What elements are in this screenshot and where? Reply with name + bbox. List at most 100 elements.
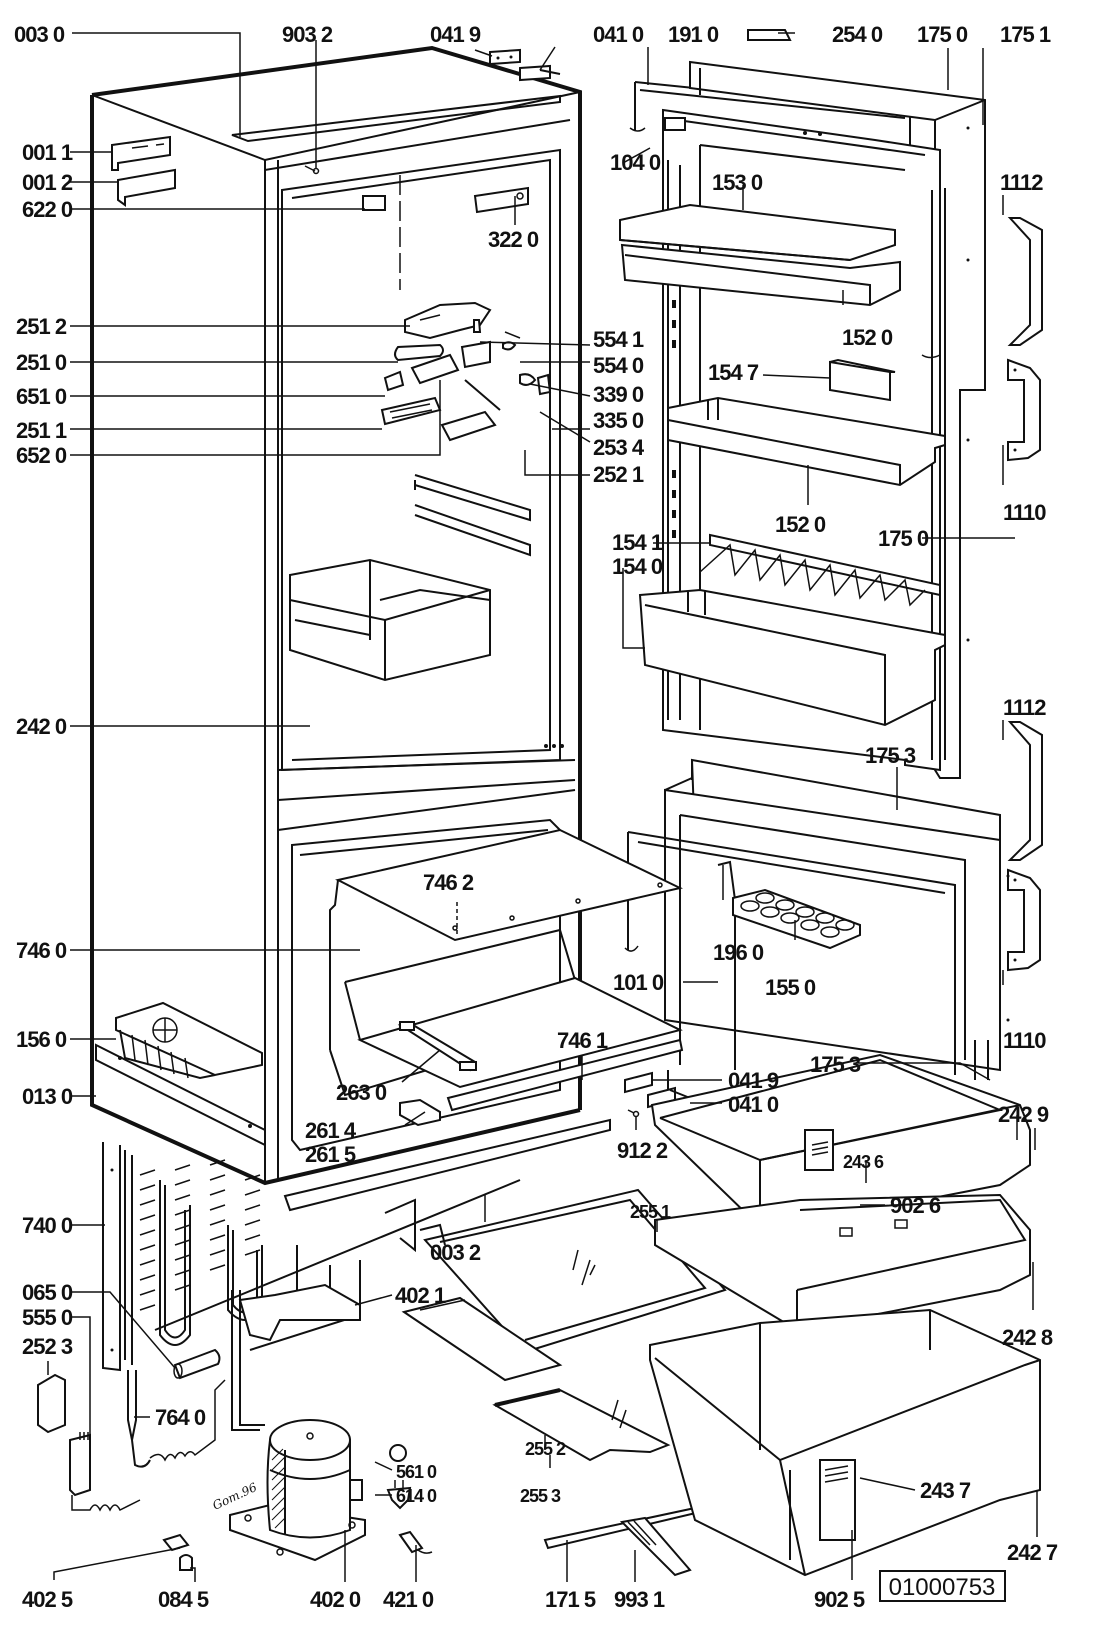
document-number-box: 01000753 (879, 1570, 1006, 1602)
label-339-0: 339 0 (593, 382, 644, 407)
label-252-1: 252 1 (593, 462, 644, 487)
label-251-0: 251 0 (16, 350, 67, 375)
label-651-0: 651 0 (16, 384, 67, 409)
label-084-5: 084 5 (158, 1587, 209, 1612)
lower-door (624, 758, 1010, 1116)
label-1110-top: 1110 (1003, 500, 1046, 525)
label-104-0: 104 0 (610, 150, 661, 175)
label-191-0: 191 0 (668, 22, 719, 47)
signature: Gom.96 (210, 1480, 259, 1513)
knob-339-0 (519, 373, 537, 386)
lamp-housing-251-0 (394, 343, 444, 362)
label-154-0: 154 0 (612, 554, 663, 579)
label-251-2: 251 2 (16, 314, 67, 339)
label-322-0: 322 0 (488, 227, 539, 252)
label-902-6: 902 6 (890, 1193, 941, 1218)
label-1112-mid: 1112 (1003, 695, 1046, 720)
label-554-0: 554 0 (593, 353, 644, 378)
label-041-0-top: 041 0 (593, 22, 644, 47)
label-156-0: 156 0 (16, 1027, 67, 1052)
grille-251-1 (380, 396, 442, 426)
label-242-0: 242 0 (16, 714, 67, 739)
label-902-5: 902 5 (814, 1587, 865, 1612)
bulb-651-0 (383, 370, 405, 392)
label-402-1: 402 1 (395, 1283, 446, 1308)
label-421-0: 421 0 (383, 1587, 434, 1612)
label-152-0-top: 152 0 (842, 325, 893, 350)
part-254-0 (747, 29, 792, 41)
door-handles (1007, 217, 1043, 972)
freezer-drawers (649, 1053, 1041, 1577)
handle-trim-1112-mid (1007, 721, 1043, 861)
label-242-9: 242 9 (998, 1102, 1049, 1127)
label-243-7: 243 7 (920, 1478, 971, 1503)
label-254-0: 254 0 (832, 22, 883, 47)
label-242-8: 242 8 (1002, 1325, 1053, 1350)
thermostat-339-0 (460, 340, 491, 369)
handle-1110-top (1007, 358, 1041, 462)
socket-652-0 (410, 353, 460, 385)
label-261-5: 261 5 (305, 1142, 356, 1167)
label-013-0: 013 0 (22, 1084, 73, 1109)
label-251-1: 251 1 (16, 418, 67, 443)
label-261-4: 261 4 (305, 1118, 357, 1143)
clip-554-1 (473, 319, 482, 333)
label-065-0: 065 0 (22, 1280, 73, 1305)
label-041-0-low: 041 0 (728, 1092, 779, 1117)
label-255-1: 255 1 (630, 1202, 671, 1222)
label-1112-top: 1112 (1000, 170, 1043, 195)
label-263-0: 263 0 (336, 1080, 387, 1105)
label-001-1: 001 1 (22, 140, 73, 165)
label-255-2: 255 2 (525, 1439, 566, 1459)
label-196-0: 196 0 (713, 940, 764, 965)
condenser (37, 1118, 611, 1512)
label-746-1: 746 1 (557, 1028, 608, 1053)
label-041-9-low: 041 9 (728, 1068, 779, 1093)
label-001-2: 001 2 (22, 170, 73, 195)
label-740-0: 740 0 (22, 1213, 73, 1238)
label-153-0: 153 0 (712, 170, 763, 195)
label-171-5: 171 5 (545, 1587, 596, 1612)
handle-trim-1112-top (1007, 217, 1043, 346)
label-912-2: 912 2 (617, 1138, 668, 1163)
hinge-plate-041-9 (489, 48, 521, 66)
rail-dots (672, 300, 676, 538)
egg-tray-icon (732, 888, 861, 950)
glass-shelves (401, 1188, 727, 1577)
top-parts (111, 29, 792, 214)
label-242-7: 242 7 (1007, 1540, 1058, 1565)
label-003-2: 003 2 (430, 1240, 481, 1265)
label-746-2: 746 2 (423, 870, 474, 895)
label-175-3-mid: 175 3 (810, 1052, 861, 1077)
leader-lines (47, 32, 1038, 1582)
label-764-0: 764 0 (155, 1405, 206, 1430)
label-614-0: 614 0 (396, 1486, 437, 1506)
ice-cube-tray-icon (115, 1001, 263, 1080)
part-labels: 003 0 903 2 041 9 041 0 191 0 254 0 175 … (14, 22, 1059, 1612)
handle-1110-mid (1007, 868, 1041, 972)
label-003-0: 003 0 (14, 22, 65, 47)
condenser-fins (139, 1159, 261, 1311)
knob-335-0 (536, 373, 552, 396)
small-parts (162, 1444, 433, 1571)
label-152-0-mid: 152 0 (775, 512, 826, 537)
label-154-1: 154 1 (612, 530, 663, 555)
label-402-5: 402 5 (22, 1587, 73, 1612)
upper-door (619, 60, 986, 779)
label-243-6: 243 6 (843, 1152, 884, 1172)
label-175-0-top: 175 0 (917, 22, 968, 47)
label-175-0-mid: 175 0 (878, 526, 929, 551)
crisper-drawers (289, 558, 491, 682)
label-1110-mid: 1110 (1003, 1028, 1046, 1053)
label-335-0: 335 0 (593, 408, 644, 433)
label-252-3: 252 3 (22, 1334, 73, 1359)
label-253-4: 253 4 (593, 435, 645, 460)
cabinet (90, 45, 582, 1186)
light-assembly (380, 301, 552, 442)
label-101-0: 101 0 (613, 970, 664, 995)
label-041-9-top: 041 9 (430, 22, 481, 47)
cover-252-1 (440, 410, 497, 442)
label-554-1: 554 1 (593, 327, 644, 352)
hinge-041-0 (519, 64, 551, 82)
